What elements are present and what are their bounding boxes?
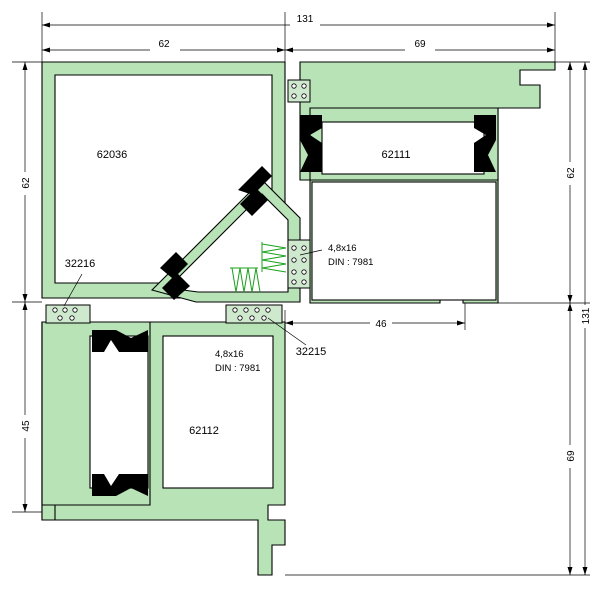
dim-62-right: 62	[566, 167, 577, 179]
connector-top	[287, 79, 311, 103]
screw-note-1-standard: DIN : 7981	[328, 257, 373, 268]
screw-symbol-vertical	[230, 267, 261, 293]
dim-62-left: 62	[21, 177, 32, 189]
dim-45-left: 45	[21, 420, 32, 432]
connector-32216	[45, 304, 91, 324]
dimension-lines-left	[12, 61, 42, 513]
part-callout-32216: 32216	[65, 258, 96, 270]
gasket-62111	[300, 115, 496, 172]
part-callout-32215: 32215	[296, 346, 327, 358]
gasket-diagonal	[160, 166, 272, 300]
dim-46-inner: 46	[375, 319, 387, 330]
dim-131-right: 131	[581, 307, 592, 324]
profile-label-62111: 62111	[382, 149, 411, 161]
screw-note-2-standard: DIN : 7981	[215, 363, 260, 374]
dimension-lines-top	[41, 12, 556, 62]
gasket-62112	[92, 330, 148, 496]
dimension-arrows-top	[42, 22, 555, 53]
dim-69-top: 69	[414, 39, 426, 50]
leader-lines	[63, 249, 323, 346]
dimension-arrows-inner	[285, 320, 465, 326]
dim-62-top: 62	[158, 39, 170, 50]
screw-note-1-size: 4,8x16	[328, 243, 357, 254]
profile-62112	[41, 321, 286, 576]
dim-69-right: 69	[566, 450, 577, 462]
dimension-lines-right	[285, 61, 590, 576]
profile-label-62036: 62036	[97, 149, 128, 161]
profile-label-62112: 62112	[189, 425, 219, 437]
connector-mid-right	[287, 239, 311, 289]
dimension-arrows-left	[22, 62, 28, 512]
dim-131-top: 131	[297, 14, 314, 25]
screw-note-2-size: 4,8x16	[215, 349, 244, 360]
dimension-arrows-right	[567, 62, 588, 575]
connector-32215	[225, 304, 283, 324]
screw-symbol-horizontal	[261, 242, 287, 273]
